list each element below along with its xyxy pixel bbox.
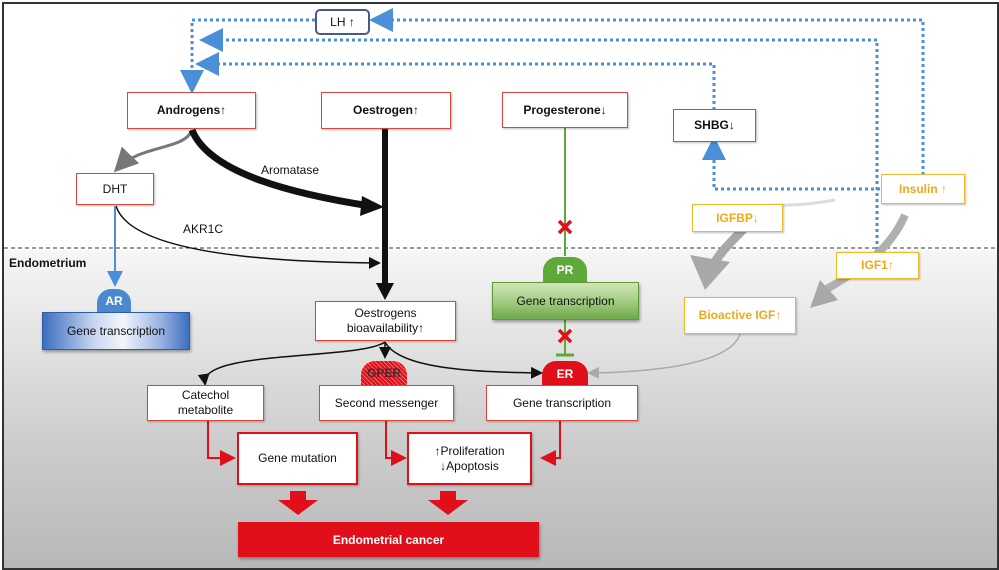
catechol-to-mutation-arrow [207, 420, 236, 466]
gper-receptor: GPER [361, 361, 407, 385]
endometrium-label: Endometrium [9, 256, 87, 270]
second-messenger-node: Second messenger [319, 385, 454, 421]
block-x-icon-2 [557, 328, 573, 344]
messenger-to-prolif-arrow [385, 420, 407, 466]
aromatase-arrow [188, 128, 371, 210]
androgens-node: Androgens↑ [127, 92, 256, 129]
ar-receptor: AR [97, 289, 131, 313]
ar-gene-transcription: Gene transcription [42, 312, 190, 350]
endometrial-cancer-node: Endometrial cancer [238, 522, 539, 557]
oestrogens-bioavailability-node: Oestrogens bioavailability↑ [315, 301, 456, 341]
oestrogens-bio-line1: Oestrogens [354, 306, 417, 320]
shbg-to-androgens-line [195, 52, 716, 110]
pr-receptor: PR [543, 257, 587, 283]
catechol-line2: metabolite [177, 403, 234, 417]
aromatase-label: Aromatase [261, 163, 320, 177]
oestrogen-node: Oestrogen↑ [321, 92, 451, 129]
er-gene-transcription-node: Gene transcription [486, 385, 638, 421]
prolif-to-cancer-arrow [428, 491, 468, 515]
mutation-to-cancer-arrow [278, 491, 318, 515]
oestrogens-bio-line2: bioavailability↑ [346, 321, 425, 335]
bioactive-to-er-arrow [587, 333, 741, 379]
igfbp-node: IGFBP↓ [692, 204, 783, 232]
er-receptor: ER [542, 361, 588, 386]
lh-node: LH ↑ [315, 9, 370, 35]
catechol-line1: Catechol [181, 388, 230, 402]
bio-to-er-arrow [384, 341, 543, 379]
insulin-node: Insulin ↑ [881, 174, 965, 204]
progesterone-node: Progesterone↓ [502, 92, 628, 128]
shbg-node: SHBG↓ [673, 109, 756, 142]
androgens-to-dht-arrow [113, 129, 194, 173]
igfbp-arrowhead [690, 255, 730, 290]
dht-node: DHT [76, 173, 154, 205]
bio-to-catechol-arrow [197, 341, 386, 386]
insulin-to-shbg-line [702, 136, 880, 191]
oestrogen-down-arrowhead [376, 283, 394, 300]
proliferation-apoptosis-node: ↑Proliferation ↓Apoptosis [407, 432, 532, 485]
bioactive-igf-node: Bioactive IGF↑ [684, 297, 796, 334]
apoptosis-text: ↓Apoptosis [440, 458, 499, 473]
proliferation-text: ↑Proliferation [434, 443, 505, 458]
aromatase-arrowhead [360, 196, 384, 216]
er-gene-to-prolif-arrow [540, 420, 561, 466]
catechol-metabolite-node: Catechol metabolite [147, 385, 264, 421]
insulin-to-lh-line [369, 8, 925, 175]
akr1c-label: AKR1C [183, 222, 224, 236]
lh-to-androgens-line [180, 18, 315, 94]
pr-gene-transcription: Gene transcription [492, 282, 639, 320]
igf1-node: IGF1↑ [836, 252, 919, 279]
akr1c-arrow [115, 205, 381, 269]
igf1-to-androgens-line [199, 28, 879, 250]
block-x-icon-1 [557, 219, 573, 235]
igf1-arrowhead [810, 280, 838, 308]
gene-mutation-node: Gene mutation [237, 432, 358, 485]
